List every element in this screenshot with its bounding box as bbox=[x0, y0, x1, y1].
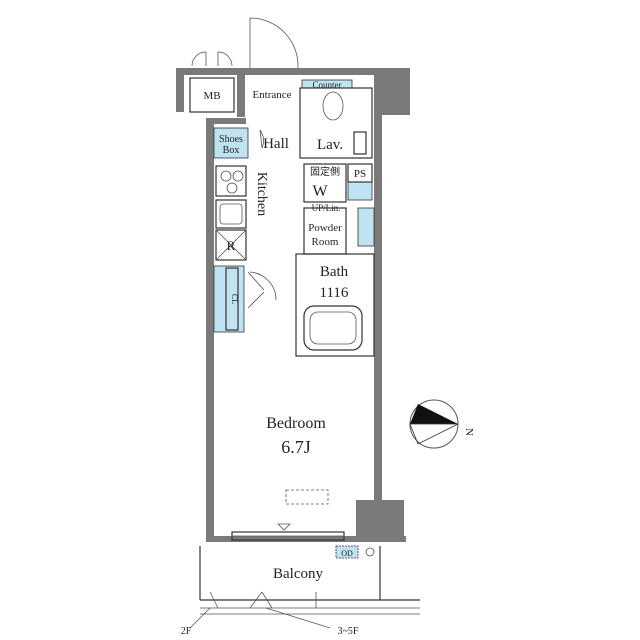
ac-unit bbox=[285, 489, 329, 505]
shoes-box-label-line1: Shoes bbox=[219, 134, 243, 145]
ps-box bbox=[347, 181, 373, 201]
kitchen-sink-icon bbox=[215, 199, 247, 229]
washer-label: W bbox=[312, 183, 328, 200]
entrance-door[interactable] bbox=[249, 17, 299, 69]
balcony-label: Balcony bbox=[273, 566, 323, 582]
bath-room bbox=[295, 253, 375, 357]
entrance-label: Entrance bbox=[252, 89, 291, 101]
window-marker bbox=[277, 523, 291, 531]
bedroom-label: Bedroom bbox=[266, 415, 326, 432]
fixed-side-label: 固定側 bbox=[310, 165, 340, 178]
up-lin-label: UP/Lin. bbox=[312, 203, 341, 213]
lav-room bbox=[299, 87, 373, 159]
kitchen-label: Kitchen bbox=[254, 172, 269, 216]
north-arrow bbox=[409, 399, 459, 449]
floor-3-5f-label: 3~5F bbox=[338, 626, 359, 637]
shoes-box-label-line2: Box bbox=[223, 145, 240, 156]
ps-label: PS bbox=[354, 168, 366, 180]
north-label: N bbox=[463, 428, 475, 436]
closet-label: CL bbox=[230, 294, 239, 304]
bedroom-size-label: 6.7J bbox=[281, 437, 311, 457]
leader-2f bbox=[189, 607, 211, 629]
refrigerator-label: R bbox=[227, 238, 236, 253]
leader-3-5f bbox=[265, 607, 331, 629]
lav-label: Lav. bbox=[317, 137, 343, 153]
floor-2f-label: 2F bbox=[181, 626, 192, 637]
sink-icon bbox=[353, 131, 367, 155]
closet-box bbox=[213, 265, 245, 333]
hall-door[interactable] bbox=[259, 129, 264, 149]
outdoor-unit bbox=[335, 545, 359, 559]
hall-label: Hall bbox=[263, 136, 289, 152]
powder-cabinet bbox=[357, 207, 375, 247]
closet-door[interactable] bbox=[247, 271, 265, 309]
shoes-box bbox=[213, 127, 249, 159]
refrigerator-box bbox=[215, 229, 247, 261]
bath-size-label: 1116 bbox=[320, 285, 349, 301]
mb-box bbox=[189, 77, 235, 113]
powder-room-label-line2: Room bbox=[312, 236, 339, 248]
powder-room-label-line1: Powder bbox=[308, 222, 342, 234]
washer-area bbox=[303, 163, 347, 203]
mb-doors bbox=[191, 51, 233, 67]
mb-label: MB bbox=[203, 90, 220, 102]
counter-label: Counter bbox=[313, 80, 342, 90]
stove-icon bbox=[215, 165, 247, 197]
walls bbox=[176, 68, 410, 542]
toilet-icon bbox=[322, 91, 344, 121]
bedroom-door[interactable] bbox=[249, 271, 277, 301]
outdoor-unit-label: OD bbox=[341, 549, 353, 558]
bath-label: Bath bbox=[320, 264, 349, 280]
bathtub-icon bbox=[303, 305, 363, 351]
